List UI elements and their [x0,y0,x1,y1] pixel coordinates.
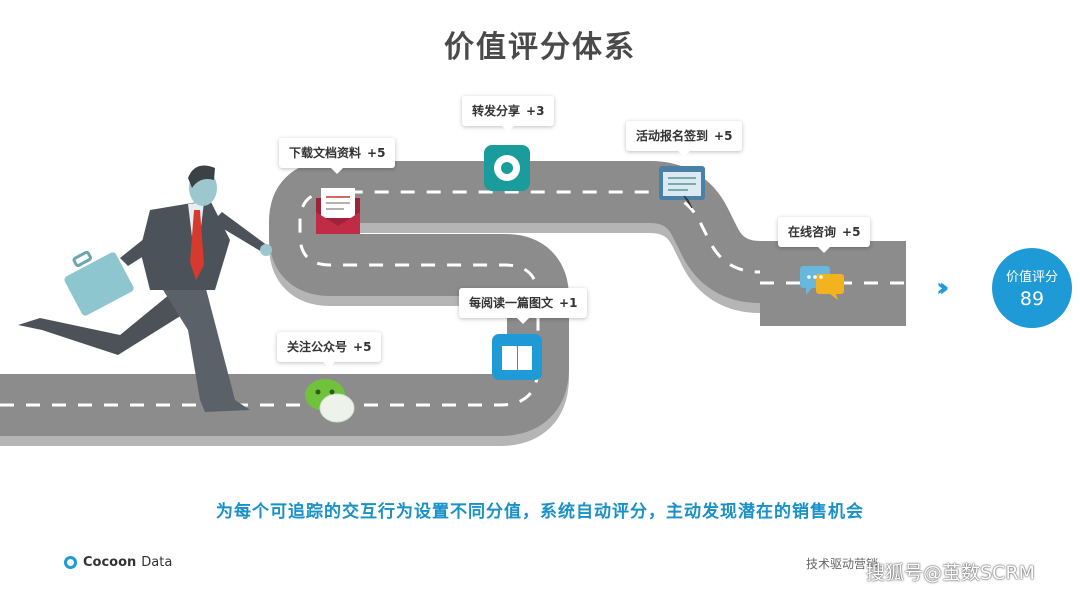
step-points: +5 [367,146,386,160]
page-title: 价值评分体系 [444,30,636,65]
step-label-event: 活动报名签到 +5 [626,121,743,157]
step-label-follow: 关注公众号 +5 [277,332,382,368]
logo-icon [64,556,77,569]
step-text: 在线咨询 [788,225,837,239]
score-badge: 价值评分 89 [992,248,1072,328]
step-text: 每阅读一篇图文 [469,296,554,310]
road-center-line [0,190,905,407]
tagline: 为每个可追踪的交互行为设置不同分值，系统自动评分，主动发现潜在的销售机会 [216,502,864,522]
step-text: 活动报名签到 [636,129,709,143]
step-text: 下载文档资料 [289,146,362,160]
step-label-download: 下载文档资料 +5 [279,138,396,174]
wechat-icon [305,379,355,423]
footer-text: 技术驱动营销 [806,557,879,571]
logo: Cocoon Data [64,555,172,570]
step-text: 关注公众号 [287,340,348,354]
briefcase-icon [64,250,134,316]
chat-icon [800,266,844,300]
shutter-icon [484,145,530,191]
step-points: +3 [526,104,545,118]
step-text: 转发分享 [472,104,521,118]
logo-light: Data [141,555,173,570]
score-value: 89 [1019,288,1045,310]
book-icon [492,334,542,380]
chevron-right-icon: ›› [936,273,950,303]
mail-icon [316,188,360,234]
form-icon [659,166,705,209]
step-points: +5 [842,225,861,239]
watermark: 搜狐号@茧数SCRM [866,562,1035,584]
score-label: 价值评分 [1005,270,1058,285]
step-label-share: 转发分享 +3 [462,96,555,132]
businessman-figure [18,165,272,412]
step-label-read: 每阅读一篇图文 +1 [459,288,588,324]
step-points: +1 [559,296,578,310]
logo-bold: Cocoon [83,555,137,570]
step-label-consult: 在线咨询 +5 [778,217,871,253]
step-points: +5 [353,340,372,354]
step-points: +5 [714,129,733,143]
